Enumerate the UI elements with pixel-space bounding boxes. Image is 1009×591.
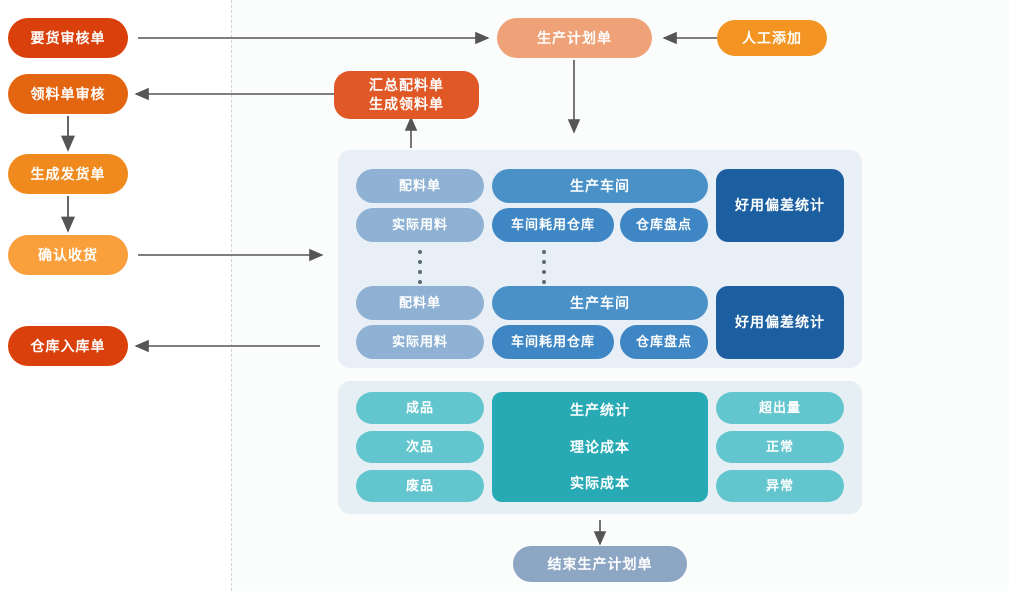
node-label: 成品 bbox=[405, 400, 434, 416]
prod-b2-peiliao-dan[interactable]: 配料单 bbox=[356, 286, 484, 320]
node-label: 生产计划单 bbox=[537, 29, 612, 46]
node-label: 人工添加 bbox=[742, 29, 802, 46]
node-label: 实际用料 bbox=[391, 217, 448, 233]
prod-b2-haoyong-piancha-tongji[interactable]: 好用偏差统计 bbox=[716, 286, 844, 359]
node-label: 确认收货 bbox=[38, 246, 98, 263]
stat-feipin[interactable]: 废品 bbox=[356, 470, 484, 502]
prod-b2-chejian-haoyong-cangku[interactable]: 车间耗用仓库 bbox=[492, 325, 614, 359]
node-shengcheng-fahuo-dan[interactable]: 生成发货单 bbox=[8, 154, 128, 194]
node-yaohuo-shenhe-dan[interactable]: 要货审核单 bbox=[8, 18, 128, 58]
node-shengchan-jihua-dan[interactable]: 生产计划单 bbox=[497, 18, 652, 58]
node-label: 结束生产计划单 bbox=[547, 555, 653, 572]
node-label: 配料单 bbox=[398, 295, 441, 311]
stat-cipin[interactable]: 次品 bbox=[356, 431, 484, 463]
node-label: 次品 bbox=[405, 439, 434, 455]
prod-b1-haoyong-piancha-tongji[interactable]: 好用偏差统计 bbox=[716, 169, 844, 242]
node-label: 车间耗用仓库 bbox=[510, 217, 595, 233]
stat-zhengchang[interactable]: 正常 bbox=[716, 431, 844, 463]
prod-b2-shengchan-chejian[interactable]: 生产车间 bbox=[492, 286, 708, 320]
node-label: 生成发货单 bbox=[30, 165, 106, 182]
node-queren-shouhuo[interactable]: 确认收货 bbox=[8, 235, 128, 275]
statistics-group-panel: 成品 次品 废品 生产统计 理论成本 实际成本 超出量 正常 异常 bbox=[338, 381, 862, 514]
node-label: 超出量 bbox=[758, 400, 801, 416]
node-label: 实际用料 bbox=[391, 334, 448, 350]
prod-b1-shengchan-chejian[interactable]: 生产车间 bbox=[492, 169, 708, 203]
prod-b2-shiji-yongliao[interactable]: 实际用料 bbox=[356, 325, 484, 359]
node-label: 仓库入库单 bbox=[30, 337, 106, 354]
stat-yichang[interactable]: 异常 bbox=[716, 470, 844, 502]
node-label: 好用偏差统计 bbox=[735, 197, 825, 214]
stat-center-line-1: 生产统计 bbox=[570, 401, 630, 418]
stat-chengpin[interactable]: 成品 bbox=[356, 392, 484, 424]
node-rengong-tianjia[interactable]: 人工添加 bbox=[717, 20, 827, 56]
node-label: 生产车间 bbox=[570, 294, 630, 311]
node-label: 仓库盘点 bbox=[635, 334, 692, 350]
node-liaoliao-dan-shenhe[interactable]: 领料单审核 bbox=[8, 74, 128, 114]
prod-b1-cangku-pandian[interactable]: 仓库盘点 bbox=[620, 208, 708, 242]
stat-center-line-2: 理论成本 bbox=[570, 438, 630, 455]
node-label: 好用偏差统计 bbox=[735, 314, 825, 331]
node-label: 要货审核单 bbox=[30, 29, 106, 46]
node-label: 车间耗用仓库 bbox=[510, 334, 595, 350]
prod-b1-peiliao-dan[interactable]: 配料单 bbox=[356, 169, 484, 203]
prod-b1-chejian-haoyong-cangku[interactable]: 车间耗用仓库 bbox=[492, 208, 614, 242]
node-label: 正常 bbox=[765, 439, 794, 455]
node-jieshu-shengchan-jihua-dan[interactable]: 结束生产计划单 bbox=[513, 546, 687, 582]
prod-b1-shiji-yongliao[interactable]: 实际用料 bbox=[356, 208, 484, 242]
stat-chaochuliang[interactable]: 超出量 bbox=[716, 392, 844, 424]
node-label: 异常 bbox=[765, 478, 794, 494]
node-cangku-ruku-dan[interactable]: 仓库入库单 bbox=[8, 326, 128, 366]
prod-b2-cangku-pandian[interactable]: 仓库盘点 bbox=[620, 325, 708, 359]
stat-center-block[interactable]: 生产统计 理论成本 实际成本 bbox=[492, 392, 708, 502]
node-label-line1: 汇总配料单 bbox=[369, 77, 444, 94]
vertical-dashed-divider bbox=[231, 0, 232, 591]
node-huizong-peiliao-dan[interactable]: 汇总配料单 生成领料单 bbox=[334, 71, 479, 119]
node-label: 生产车间 bbox=[570, 177, 630, 194]
node-label: 领料单审核 bbox=[30, 85, 106, 102]
stat-center-line-3: 实际成本 bbox=[570, 475, 630, 492]
node-label: 配料单 bbox=[398, 178, 441, 194]
node-label: 仓库盘点 bbox=[635, 217, 692, 233]
node-label-line2: 生成领料单 bbox=[369, 96, 444, 112]
node-label: 废品 bbox=[405, 478, 434, 494]
production-group-panel: 配料单 实际用料 生产车间 车间耗用仓库 仓库盘点 好用偏差统计 配料单 实际用… bbox=[338, 150, 862, 368]
